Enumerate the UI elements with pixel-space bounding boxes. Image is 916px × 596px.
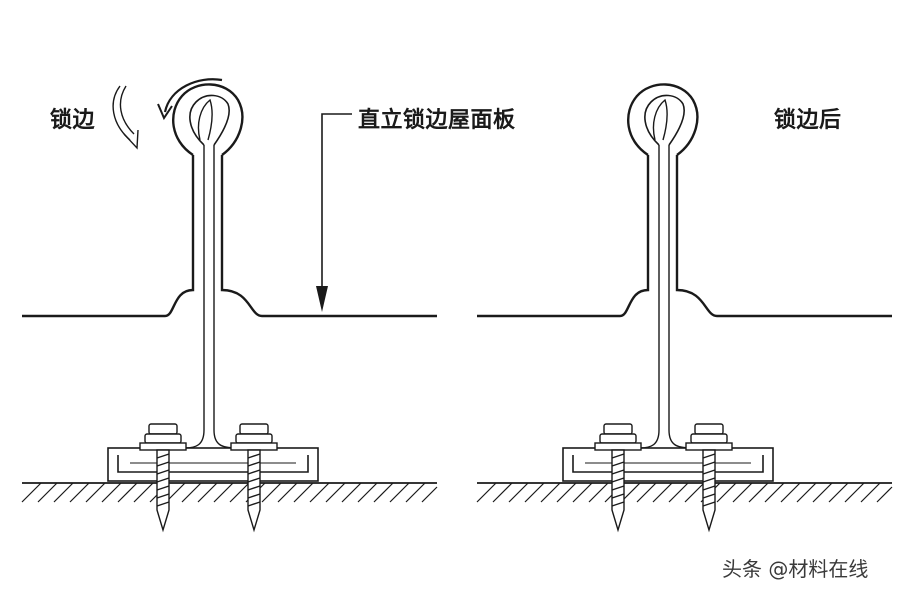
standing-seam-panel-label: 直立锁边屋面板 [358,108,516,133]
after-seaming-label: 锁边后 [774,108,842,133]
assembly-after-seaming [475,83,894,532]
down-arrow-icon [316,113,352,312]
assembly-before-seaming [20,83,439,532]
seaming-label: 锁边 [50,108,96,133]
curved-arrow-icon [112,85,139,150]
rotation-arrow-icon [163,78,223,113]
watermark: 头条 @材料在线 [722,557,869,581]
